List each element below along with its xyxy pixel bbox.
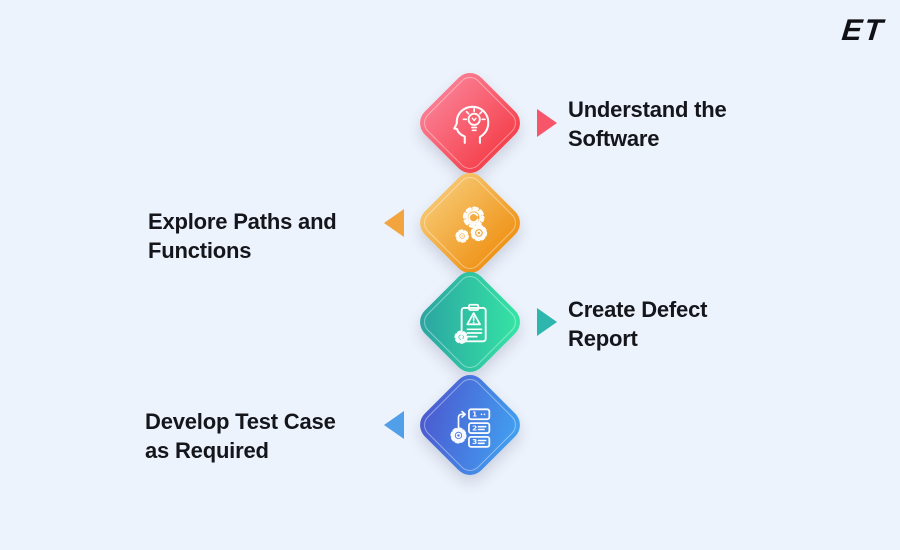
step-4-label: Develop Test Case as Required bbox=[145, 407, 336, 465]
svg-text:2: 2 bbox=[472, 423, 477, 432]
step-1-label-line1: Understand the bbox=[568, 97, 727, 122]
svg-text:1: 1 bbox=[472, 410, 477, 419]
step-3-label-line1: Create Defect bbox=[568, 297, 708, 322]
defect-report-clipboard-icon bbox=[430, 282, 510, 362]
step-2-diamond bbox=[413, 166, 527, 280]
step-4-pointer-icon bbox=[384, 411, 404, 439]
step-2-pointer-icon bbox=[384, 209, 404, 237]
step-1-label: Understand the Software bbox=[568, 95, 727, 153]
svg-text:3: 3 bbox=[472, 437, 477, 446]
step-3-diamond bbox=[413, 265, 527, 379]
numbered-test-steps-gear-icon: 1 2 3 bbox=[430, 385, 510, 465]
step-2-label: Explore Paths and Functions bbox=[148, 207, 337, 265]
step-1-label-line2: Software bbox=[568, 126, 660, 151]
step-3-pointer-icon bbox=[537, 308, 557, 336]
brand-logo: ET bbox=[839, 14, 886, 47]
head-lightbulb-icon bbox=[430, 83, 510, 163]
step-4-label-line1: Develop Test Case bbox=[145, 409, 336, 434]
gears-icon bbox=[430, 183, 510, 263]
step-4-label-line2: as Required bbox=[145, 438, 269, 463]
step-3-label-line2: Report bbox=[568, 326, 638, 351]
step-1-pointer-icon bbox=[537, 109, 557, 137]
step-2-label-line1: Explore Paths and bbox=[148, 209, 337, 234]
step-2-label-line2: Functions bbox=[148, 238, 252, 263]
step-4-diamond: 1 2 3 bbox=[413, 368, 527, 482]
step-1-diamond bbox=[413, 66, 527, 180]
step-3-label: Create Defect Report bbox=[568, 295, 707, 353]
